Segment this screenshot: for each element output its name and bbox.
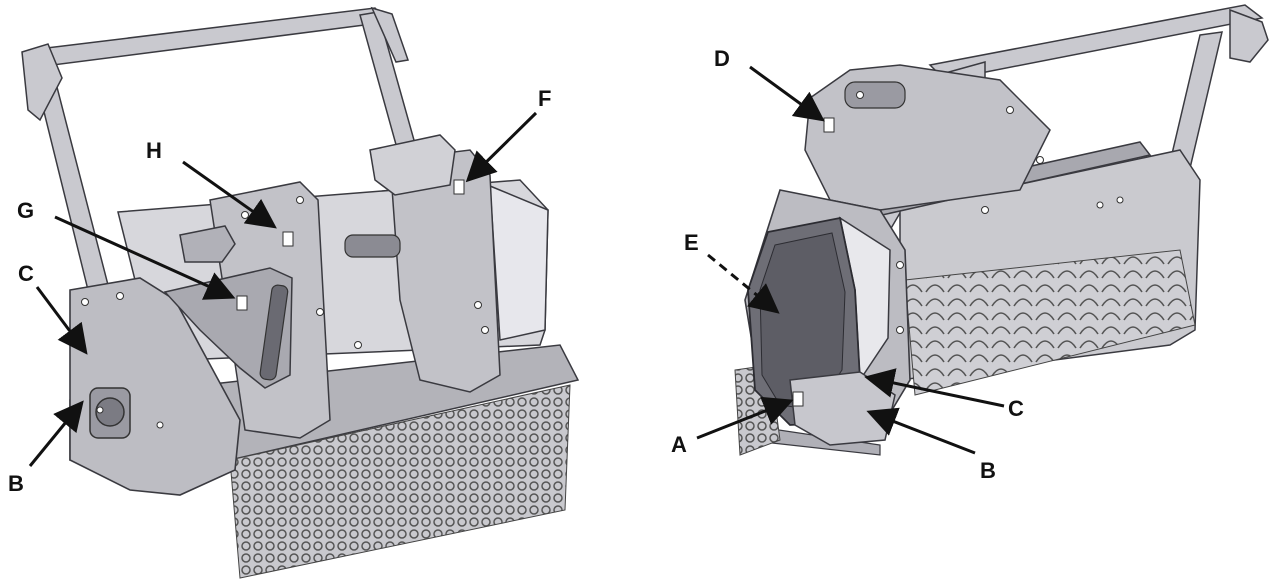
decal-f-left (453, 179, 465, 195)
callout-d-right: D (714, 46, 825, 122)
callout-label-h-left: H (146, 138, 162, 163)
callout-label-c-right: C (1008, 396, 1024, 421)
left-mulcher-illustration (21, 6, 580, 579)
callout-e-right: E (684, 230, 780, 314)
right-bolts (856, 91, 1124, 334)
callout-f-left: F (465, 86, 551, 183)
left-side-plate (69, 277, 241, 496)
callout-b-right: B (866, 407, 996, 483)
callout-h-left: H (146, 138, 277, 229)
left-top-hitch (369, 134, 456, 196)
callout-label-c-left: C (18, 261, 34, 286)
right-mulcher-illustration (734, 4, 1269, 456)
callout-label-f-left: F (538, 86, 551, 111)
callout-g-left: G (17, 198, 236, 300)
left-chain-curtain (229, 384, 571, 579)
callout-label-g-left: G (17, 198, 34, 223)
left-bearing (95, 397, 125, 427)
callout-label-d-right: D (714, 46, 730, 71)
right-upper-mount-plate (804, 64, 1051, 211)
decal-h-left (282, 231, 294, 247)
decal-g-left (236, 295, 248, 311)
callout-a-right: A (671, 396, 794, 457)
right-callouts: D E A C B (671, 46, 1024, 483)
decal-d-right (823, 117, 835, 133)
left-callouts: H F G C B (8, 86, 551, 496)
left-top-cylinder (344, 234, 401, 258)
left-rear-panel (489, 184, 549, 341)
callout-b-left: B (8, 400, 84, 496)
callout-c-right: C (864, 368, 1024, 421)
callout-label-b-right: B (980, 458, 996, 483)
right-top-cylinder (844, 81, 906, 109)
callout-label-b-left: B (8, 471, 24, 496)
callout-label-e-right: E (684, 230, 699, 255)
left-hydraulic-cylinder (259, 284, 289, 381)
left-arm-plate (163, 267, 293, 389)
left-mid-hitch (179, 225, 236, 263)
callout-c-left: C (18, 261, 88, 355)
callout-label-a-right: A (671, 432, 687, 457)
right-rotor (904, 249, 1196, 396)
decal-a-right (792, 391, 804, 407)
